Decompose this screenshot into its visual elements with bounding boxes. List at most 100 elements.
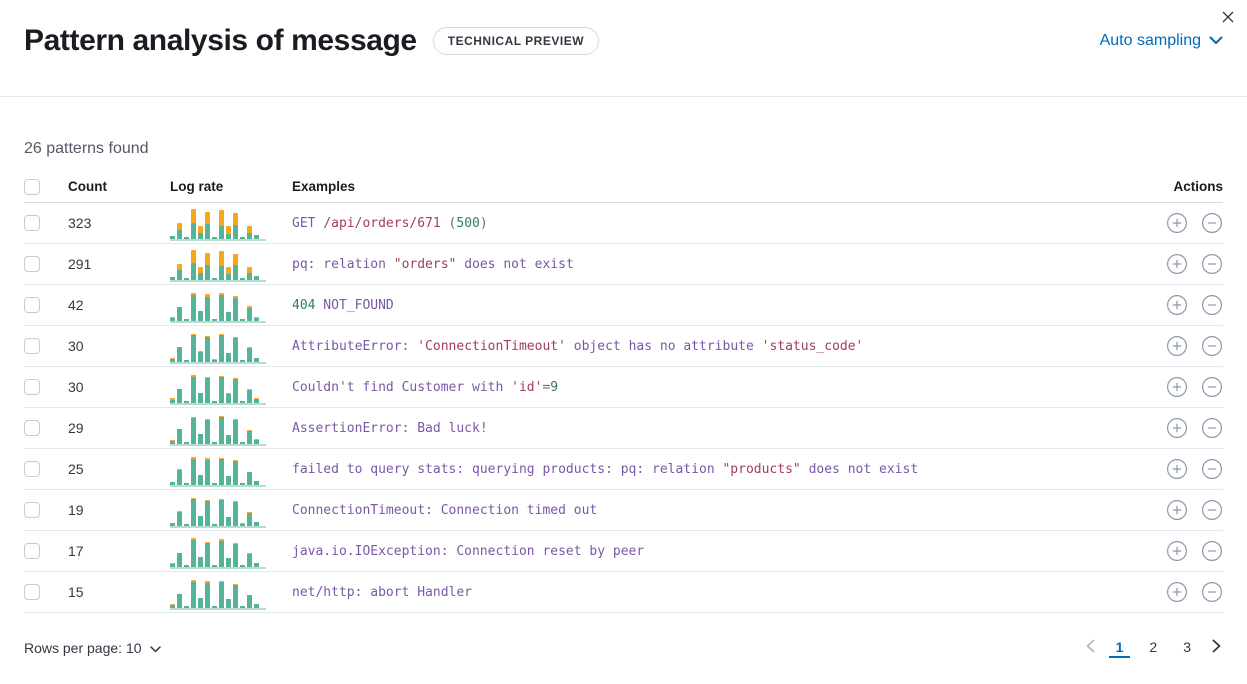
row-checkbox[interactable] [24, 215, 40, 231]
filter-out-pattern-button[interactable] [1201, 581, 1223, 603]
row-checkbox[interactable] [24, 543, 40, 559]
log-rate-chart [170, 290, 266, 323]
filter-in-pattern-button[interactable] [1166, 212, 1188, 234]
minus-in-circle-icon [1201, 500, 1223, 524]
log-rate-chart [170, 536, 266, 569]
page-number-2[interactable]: 2 [1149, 639, 1158, 655]
chart-bar [219, 458, 224, 485]
minus-in-circle-icon [1201, 377, 1223, 401]
select-all-checkbox[interactable] [24, 178, 40, 195]
row-checkbox[interactable] [24, 502, 40, 518]
chart-bar [184, 442, 189, 444]
page-number-1[interactable]: 1 [1108, 637, 1131, 658]
row-checkbox[interactable] [24, 461, 40, 477]
filter-out-pattern-button[interactable] [1201, 212, 1223, 234]
sampling-dropdown[interactable]: Auto sampling [1100, 32, 1223, 50]
chart-bar [198, 434, 203, 444]
chart-bar [212, 606, 217, 608]
row-checkbox[interactable] [24, 338, 40, 354]
column-header-examples: Examples [292, 179, 356, 194]
example-text: net/http: abort Handler [292, 584, 473, 600]
chart-bar [198, 311, 203, 321]
chart-bar [212, 565, 217, 567]
chart-bar [240, 565, 245, 567]
filter-in-pattern-button[interactable] [1166, 581, 1188, 603]
row-count: 25 [68, 461, 84, 477]
filter-out-pattern-button[interactable] [1201, 253, 1223, 275]
chart-bar [212, 319, 217, 321]
chevron-left-icon [1086, 639, 1095, 656]
chart-bar [198, 475, 203, 485]
chart-bar [254, 398, 259, 403]
filter-in-pattern-button[interactable] [1166, 376, 1188, 398]
example-text: AttributeError: 'ConnectionTimeout' obje… [292, 338, 864, 354]
filter-out-pattern-button[interactable] [1201, 458, 1223, 480]
table-row: 19 ConnectionTimeout: Connection timed o… [24, 490, 1223, 531]
chart-bar [240, 401, 245, 403]
filter-out-pattern-button[interactable] [1201, 335, 1223, 357]
minus-in-circle-icon [1201, 459, 1223, 483]
chart-bar [219, 293, 224, 321]
column-header-count: Count [68, 179, 107, 194]
chart-bar [184, 483, 189, 485]
chart-bar [170, 482, 175, 485]
chart-bar [170, 317, 175, 321]
rows-per-page-button[interactable]: Rows per page: 10 [24, 640, 161, 656]
chart-bar [198, 598, 203, 608]
row-checkbox[interactable] [24, 379, 40, 395]
chart-bar [240, 278, 245, 280]
chart-bar [254, 439, 259, 444]
log-rate-chart [170, 413, 266, 446]
chart-bar [212, 278, 217, 280]
chart-bar [170, 523, 175, 526]
patterns-table: Count Log rate Examples Actions 323 GET … [24, 171, 1223, 613]
row-checkbox[interactable] [24, 420, 40, 436]
filter-in-pattern-button[interactable] [1166, 499, 1188, 521]
chart-bar [205, 581, 210, 608]
chart-bar [233, 460, 238, 485]
chart-bar [184, 319, 189, 321]
row-count: 19 [68, 502, 84, 518]
example-text: ConnectionTimeout: Connection timed out [292, 502, 598, 518]
filter-out-pattern-button[interactable] [1201, 376, 1223, 398]
chart-bar [205, 294, 210, 321]
filter-out-pattern-button[interactable] [1201, 540, 1223, 562]
plus-in-circle-icon [1166, 254, 1188, 278]
previous-page-button[interactable] [1084, 637, 1097, 658]
filter-out-pattern-button[interactable] [1201, 499, 1223, 521]
row-checkbox[interactable] [24, 297, 40, 313]
filter-in-pattern-button[interactable] [1166, 253, 1188, 275]
chart-bar [170, 236, 175, 239]
plus-in-circle-icon [1166, 377, 1188, 401]
example-text: pq: relation "orders" does not exist [292, 256, 574, 272]
filter-out-pattern-button[interactable] [1201, 294, 1223, 316]
chart-bar [247, 553, 252, 567]
chart-bar [177, 553, 182, 567]
chart-bar [233, 254, 238, 280]
chevron-right-icon [1212, 639, 1221, 656]
example-text: java.io.IOException: Connection reset by… [292, 543, 645, 559]
chart-bar [170, 563, 175, 567]
filter-in-pattern-button[interactable] [1166, 294, 1188, 316]
filter-in-pattern-button[interactable] [1166, 335, 1188, 357]
minus-in-circle-icon [1201, 213, 1223, 237]
filter-out-pattern-button[interactable] [1201, 417, 1223, 439]
chart-bar [233, 501, 238, 526]
filter-in-pattern-button[interactable] [1166, 417, 1188, 439]
row-checkbox[interactable] [24, 256, 40, 272]
chart-bar [247, 472, 252, 485]
row-count: 323 [68, 215, 92, 231]
next-page-button[interactable] [1210, 637, 1223, 658]
chart-bar [247, 512, 252, 526]
chart-bar [240, 606, 245, 608]
column-header-log-rate: Log rate [170, 179, 224, 194]
row-checkbox[interactable] [24, 584, 40, 600]
chart-bar [205, 500, 210, 526]
plus-in-circle-icon [1166, 295, 1188, 319]
page-number-3[interactable]: 3 [1183, 639, 1191, 655]
chart-bar [254, 358, 259, 362]
filter-in-pattern-button[interactable] [1166, 540, 1188, 562]
close-button[interactable] [1217, 6, 1239, 31]
filter-in-pattern-button[interactable] [1166, 458, 1188, 480]
chart-bar [254, 317, 259, 321]
